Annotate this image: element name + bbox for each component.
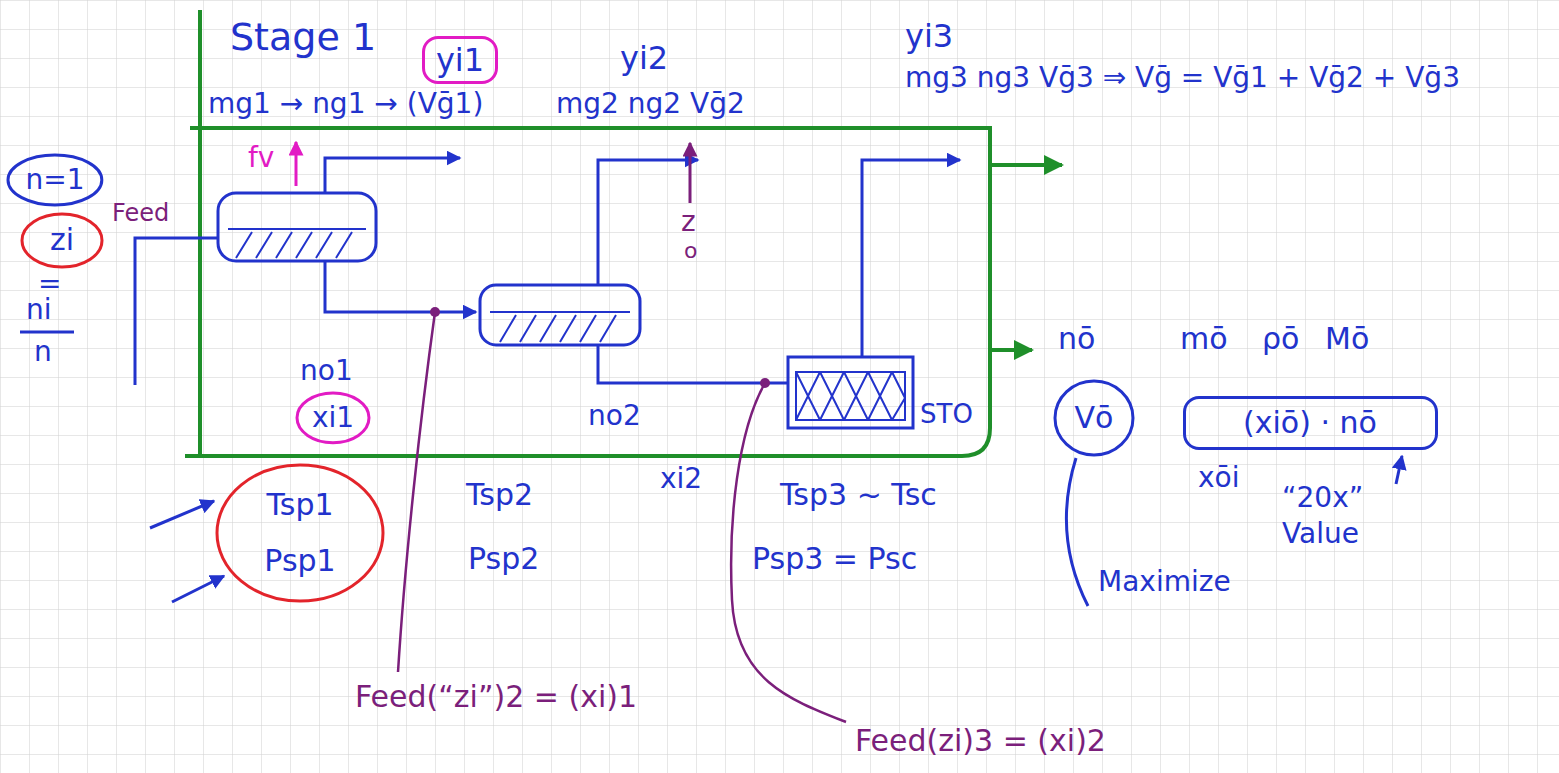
feed-line <box>135 238 217 385</box>
oil-outlet-arrow <box>990 348 1032 352</box>
gas-composition: yi3 <box>905 18 953 55</box>
separator-vessel <box>480 285 640 345</box>
circled-oil-volume: Vō <box>1053 379 1135 457</box>
oil-property: Mō <box>1325 322 1369 357</box>
vapour-fraction-arrow <box>295 142 298 186</box>
node-text: n=1 <box>25 164 84 196</box>
stock-tank-label: STO <box>920 400 973 430</box>
separator-temperature: Tsp3 ~ Tsc <box>780 478 937 513</box>
composition-symbol: z <box>681 206 696 238</box>
oil-property: mō <box>1180 322 1228 357</box>
enclosed-expression: (xiō) · nō <box>1183 396 1438 450</box>
ellipse-outline <box>1055 381 1133 455</box>
value-note: “20x” <box>1282 482 1363 514</box>
separator-temperature: Tsp2 <box>466 478 533 513</box>
feed-equation: Feed(“zi”)2 = (xi)1 <box>355 680 637 715</box>
system-boundary <box>185 128 990 456</box>
node-text: zi <box>50 223 74 258</box>
oil-property: nō <box>1058 322 1095 357</box>
circled-separator-conditions: Tsp1Psp1 <box>215 463 385 603</box>
liquid-composition: xi2 <box>660 463 702 495</box>
gas-outlet-arrow <box>990 163 1062 167</box>
ellipse-outline <box>22 214 102 267</box>
liquid-hatch <box>490 312 630 342</box>
circled-variable: yi1 <box>422 36 498 85</box>
value-note: Value <box>1282 518 1359 550</box>
node-text: Vō <box>1075 401 1114 436</box>
node-text: Tsp1 <box>266 488 333 523</box>
node-text: yi1 <box>436 42 484 79</box>
gas-volume-equation: mg3 ng3 Vḡ3 ⇒ Vḡ = Vḡ1 + Vḡ2 + Vḡ3 <box>905 62 1460 94</box>
liquid-hatch <box>228 229 366 258</box>
stage-heading: Stage 1 <box>230 16 376 60</box>
liquid-line <box>325 261 476 312</box>
liquid-moles: no2 <box>588 400 641 432</box>
tank-liquid <box>796 372 905 420</box>
fraction-denominator: n <box>34 336 52 368</box>
input-arrow <box>172 576 224 602</box>
gas-composition-arrow <box>689 143 692 203</box>
bracket <box>1066 458 1088 606</box>
feed-label: Feed <box>112 200 169 228</box>
separator-vessel <box>218 193 376 261</box>
boundary-line <box>198 10 202 458</box>
gas-stream-variables: mg2 ng2 Vḡ2 <box>556 88 745 120</box>
fraction-numerator: ni <box>26 294 52 326</box>
feed-equation: Feed(zi)3 = (xi)2 <box>855 724 1106 759</box>
liquid-line <box>598 345 788 383</box>
gas-line <box>325 158 460 193</box>
vapour-fraction: fv <box>248 142 274 174</box>
stock-tank <box>788 357 913 428</box>
liquid-moles: no1 <box>300 355 353 387</box>
input-arrow <box>150 501 214 528</box>
node-text: xi1 <box>312 402 354 434</box>
circled-mole-basis: n=1 <box>6 153 104 207</box>
gas-line <box>598 160 698 285</box>
separator-pressure: Psp3 = Psc <box>752 542 917 577</box>
gas-line <box>862 160 960 357</box>
ellipse-outline <box>217 465 383 601</box>
oil-composition: xōi <box>1198 462 1239 494</box>
circled-feed-composition: zi <box>20 212 104 269</box>
circled-liquid-composition: xi1 <box>295 391 371 445</box>
objective-note: Maximize <box>1098 566 1231 598</box>
composition-subscript: o <box>684 238 697 263</box>
ellipse-outline <box>215 463 385 603</box>
node-text: Psp1 <box>264 544 335 579</box>
fraction-bar <box>20 331 74 334</box>
leader-line <box>398 312 435 672</box>
tank-crosshatch <box>796 372 905 420</box>
node-text: (xiō) · nō <box>1243 406 1377 441</box>
oil-property: ρō <box>1262 322 1299 357</box>
ellipse-outline <box>8 155 102 205</box>
ellipse-outline <box>297 393 369 443</box>
gas-composition: yi2 <box>620 40 668 77</box>
gas-stream-variables: mg1 → ng1 → (Vḡ1) <box>208 88 483 120</box>
value-arrow <box>1396 456 1402 484</box>
separator-pressure: Psp2 <box>468 542 539 577</box>
